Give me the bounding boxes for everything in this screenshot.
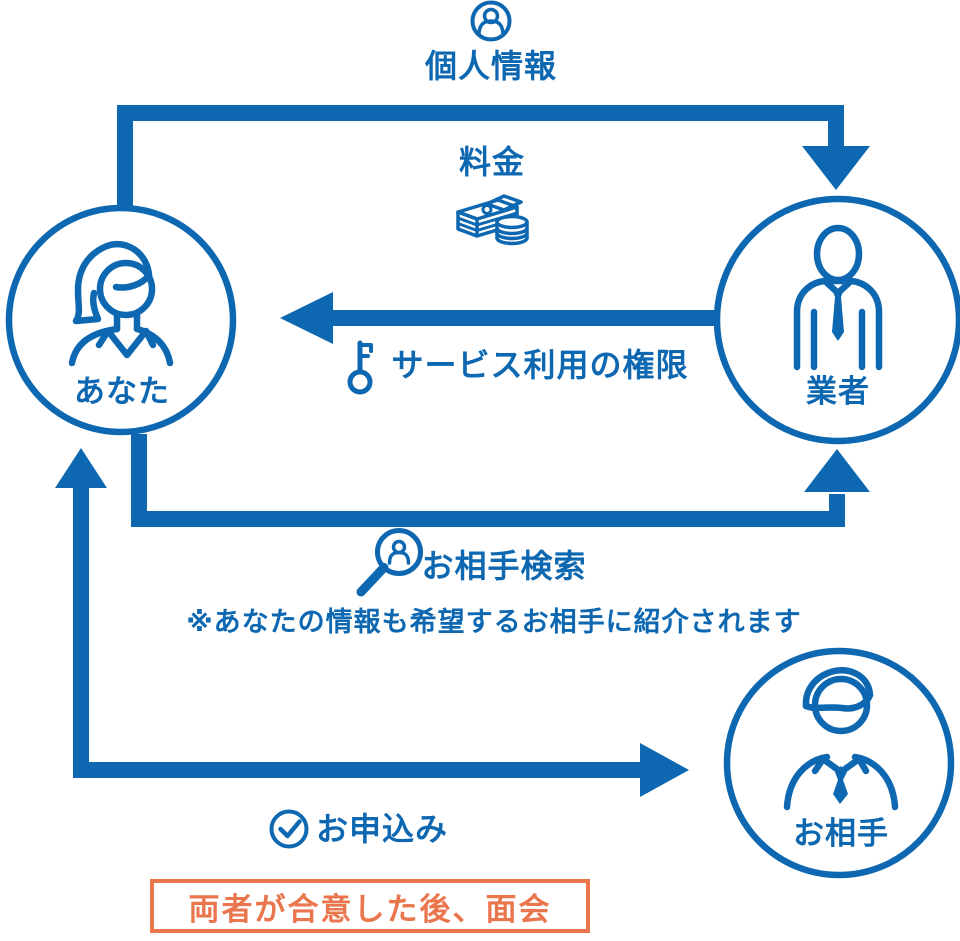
person-circle-icon	[470, 0, 512, 42]
you-node-label: あなた	[74, 374, 170, 409]
arrow-personal-info	[117, 105, 870, 208]
partner-search-note: ※あなたの情報も希望するお相手に紹介されます	[186, 607, 802, 637]
personal-info-label: 個人情報	[424, 48, 558, 84]
fee-label: 料金	[458, 144, 526, 180]
arrow-application	[55, 448, 689, 797]
magnifier-person-icon	[356, 528, 423, 597]
agent-node-label: 業者	[806, 374, 870, 409]
money-icon	[456, 194, 529, 246]
meeting-note-box: 両者が合意した後、面会	[150, 879, 590, 933]
service-rights-label: サービス利用の権限	[391, 347, 689, 383]
arrow-service-rights	[280, 292, 720, 344]
meeting-note-label: 両者が合意した後、面会	[188, 891, 552, 927]
you-node-circle	[5, 204, 237, 436]
businessman-icon	[793, 224, 883, 371]
arrow-partner-search	[131, 434, 870, 527]
young-man-icon	[783, 667, 899, 811]
partner-search-label: お相手検索	[421, 548, 587, 584]
key-icon	[347, 340, 373, 395]
partner-node-circle	[723, 647, 955, 879]
partner-node-label: お相手	[793, 816, 889, 851]
woman-icon	[68, 240, 174, 367]
application-label: お申込み	[315, 811, 449, 847]
check-circle-icon	[269, 809, 309, 849]
